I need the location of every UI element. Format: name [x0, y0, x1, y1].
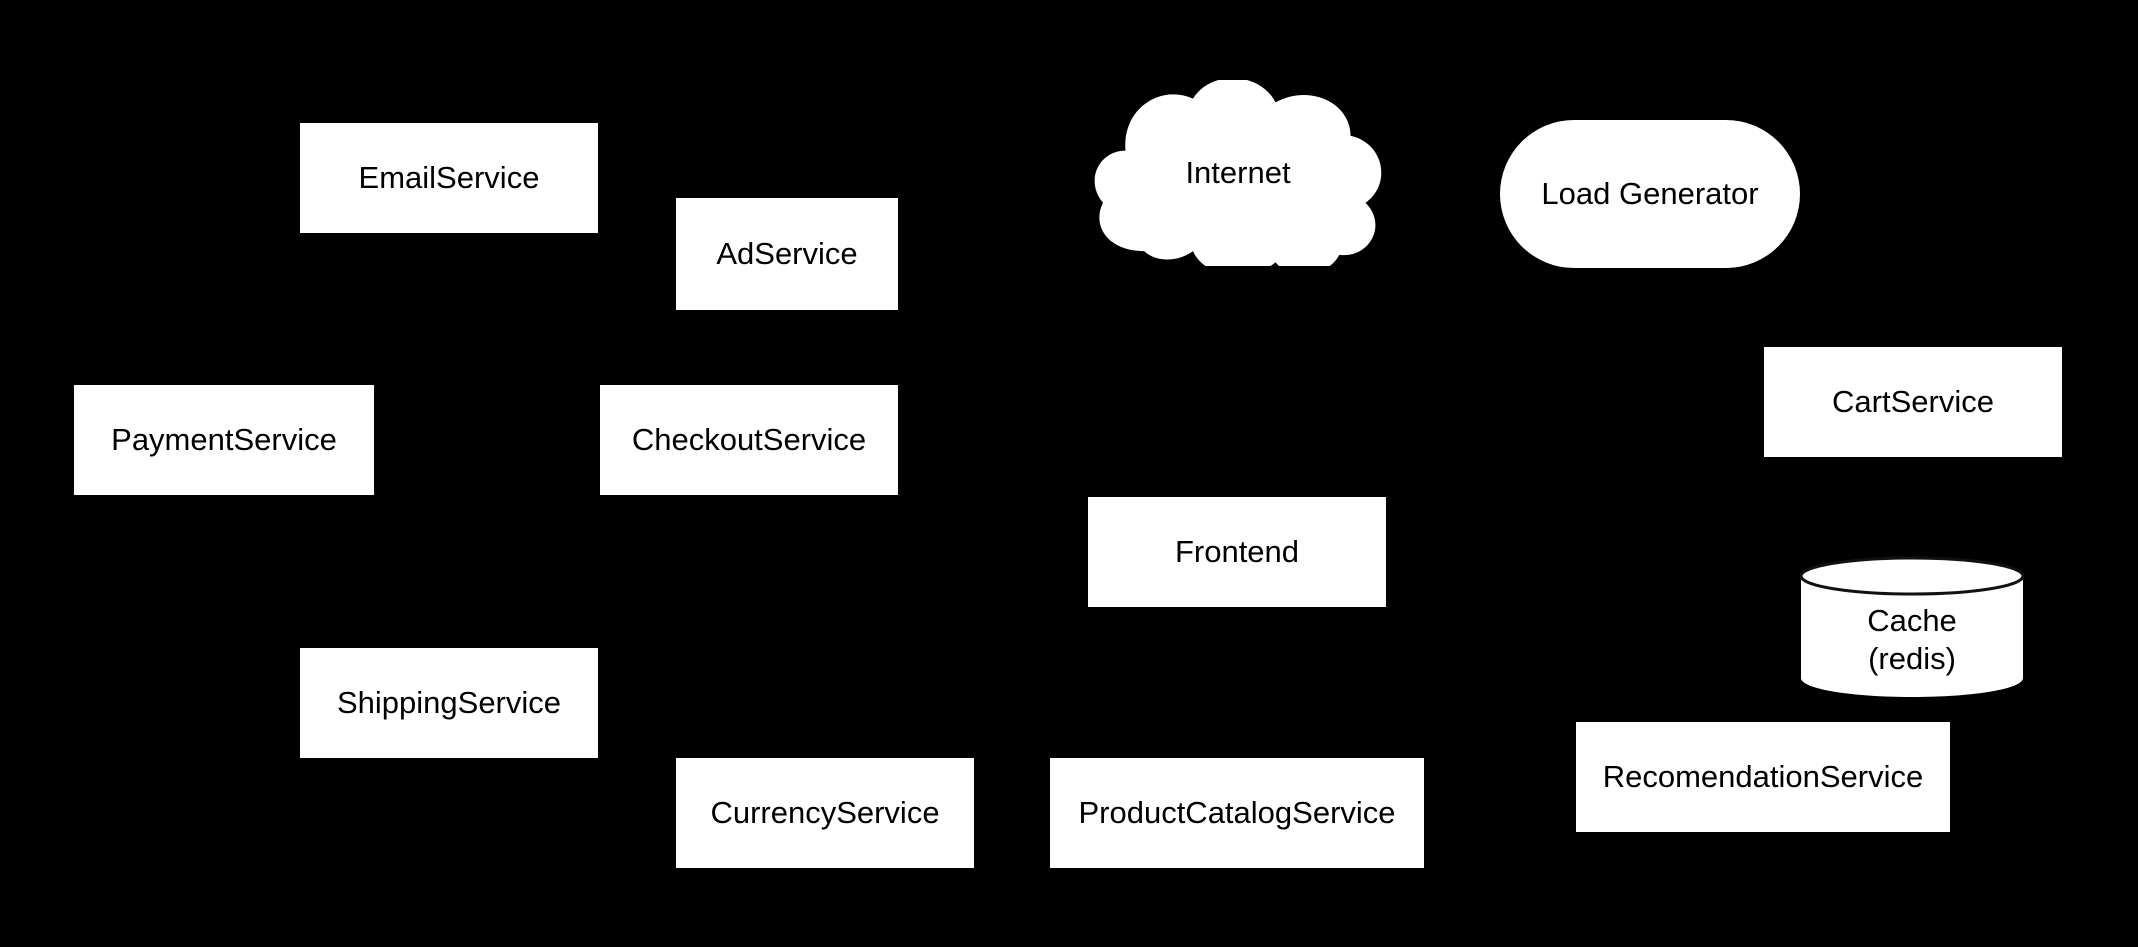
node-label-currency-service: CurrencyService — [710, 795, 940, 831]
database-cylinder-icon — [1800, 556, 2024, 697]
node-label-internet: Internet — [1185, 155, 1291, 191]
node-label-product-catalog-service: ProductCatalogService — [1078, 795, 1396, 831]
node-label-load-generator: Load Generator — [1541, 176, 1759, 212]
node-checkout-service[interactable]: CheckoutService — [600, 385, 898, 495]
node-cart-service[interactable]: CartService — [1764, 347, 2062, 457]
node-label-cache-redis: Cache (redis) — [1867, 603, 1957, 676]
node-email-service[interactable]: EmailService — [300, 123, 598, 233]
node-label-shipping-service: ShippingService — [336, 685, 562, 721]
node-payment-service[interactable]: PaymentService — [74, 385, 374, 495]
node-load-generator[interactable]: Load Generator — [1500, 120, 1800, 268]
node-recomendation-service[interactable]: RecomendationService — [1576, 722, 1950, 832]
node-label-checkout-service: CheckoutService — [631, 422, 867, 458]
node-shipping-service[interactable]: ShippingService — [300, 648, 598, 758]
node-currency-service[interactable]: CurrencyService — [676, 758, 974, 868]
node-label-payment-service: PaymentService — [111, 422, 337, 458]
node-product-catalog-service[interactable]: ProductCatalogService — [1050, 758, 1424, 868]
node-frontend[interactable]: Frontend — [1088, 497, 1386, 607]
node-label-ad-service: AdService — [716, 236, 858, 272]
node-cache-redis[interactable]: Cache (redis) — [1800, 556, 2024, 698]
cloud-icon — [1094, 80, 1382, 266]
node-label-cart-service: CartService — [1832, 384, 1994, 420]
node-internet[interactable]: Internet — [1088, 80, 1388, 266]
node-label-email-service: EmailService — [358, 160, 540, 196]
node-label-frontend: Frontend — [1174, 534, 1300, 570]
node-label-recomendation-service: RecomendationService — [1602, 759, 1924, 795]
node-ad-service[interactable]: AdService — [676, 198, 898, 310]
